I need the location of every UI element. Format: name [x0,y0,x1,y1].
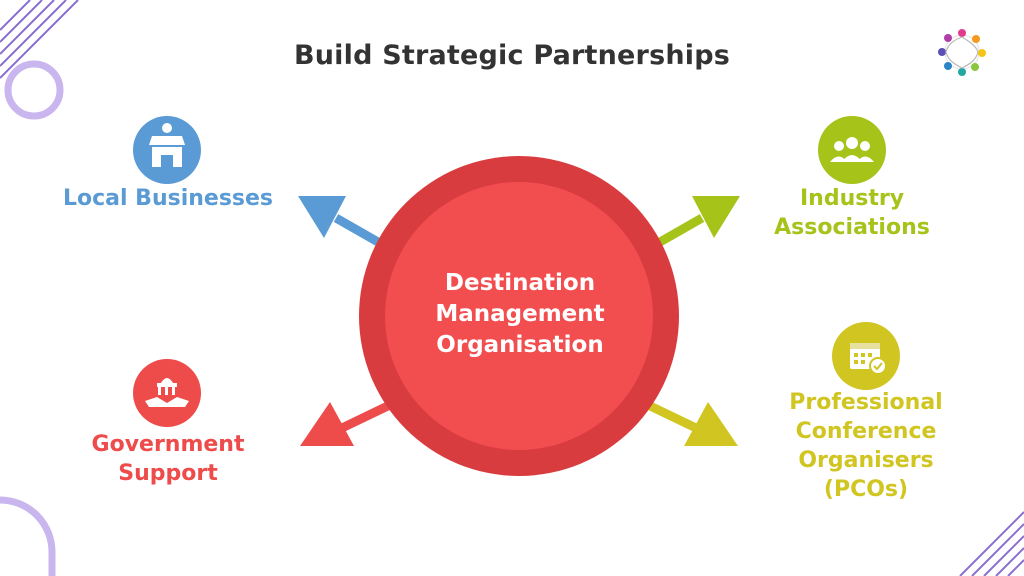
node-label-government-support: Government Support [70,430,266,488]
node-label-line: Associations [774,215,930,240]
shop-icon [133,116,201,184]
node-label-line: Government [91,432,245,457]
decor-ring-top-left [4,60,64,120]
center-circle-inner [385,182,653,450]
node-label-line: Professional [789,390,943,415]
node-label-pcos: Professional Conference Organisers (PCOs… [768,388,964,504]
node-label-line: Industry [799,186,905,211]
page-title: Build Strategic Partnerships [293,40,731,71]
node-label-local-businesses: Local Businesses [52,184,284,213]
arrow-to-local-businesses [298,196,381,246]
decor-stripes-bottom-right [959,511,1024,576]
node-label-line: Conference [795,419,937,444]
arrow-to-industry-associations [657,196,740,246]
decor-stripes-top-left [0,0,79,79]
node-label-line: (PCOs) [823,477,909,502]
center-label-line: Management [435,301,605,327]
center-label: Destination Management Organisation [385,268,655,361]
decor-arc-bottom-left [0,496,56,576]
arrow-to-pcos [644,399,738,446]
node-label-line: Support [118,461,218,486]
center-label-line: Organisation [436,332,604,358]
node-label-line: Organisers [798,448,934,473]
government-handshake-icon [133,359,201,427]
calendar-check-icon [832,322,900,390]
center-label-line: Destination [444,270,596,296]
logo-people-ring-icon [938,29,986,76]
arrow-to-government-support [300,399,394,446]
group-icon [818,116,886,184]
node-label-industry-associations: Industry Associations [752,184,952,242]
node-label-line: Local Businesses [62,186,274,211]
